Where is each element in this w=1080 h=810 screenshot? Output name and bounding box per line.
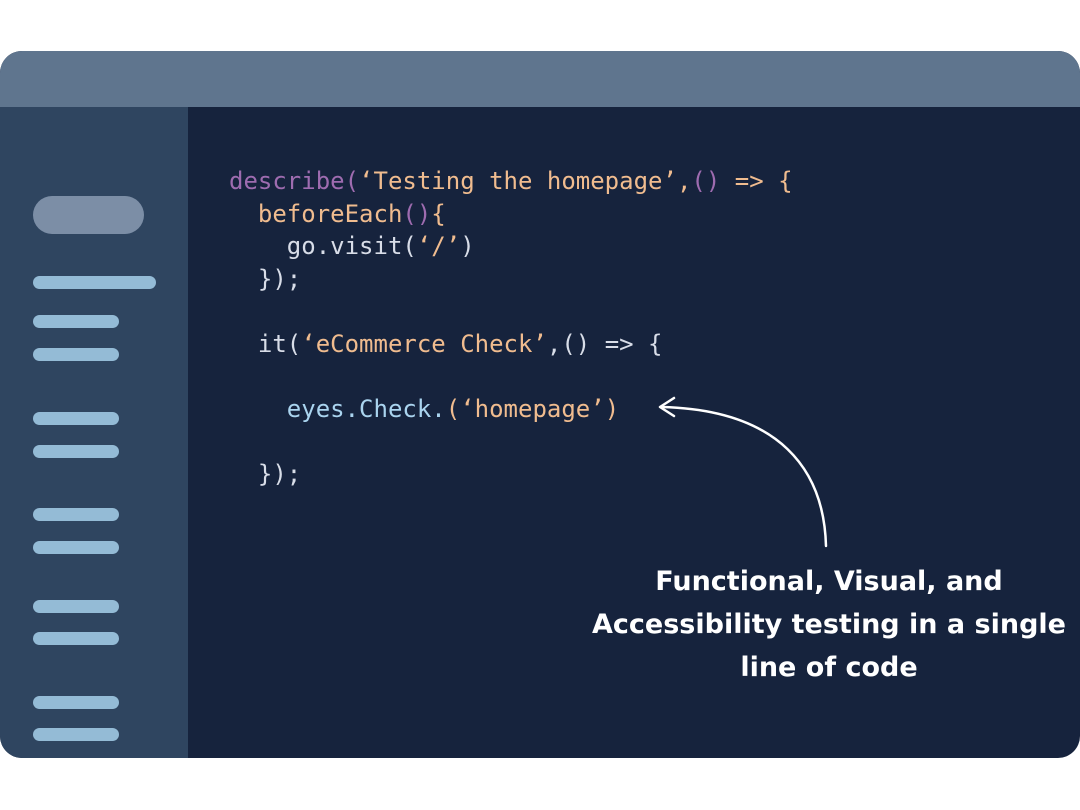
code-token: beforeEach [229,199,403,228]
code-line: describe(‘Testing the homepage’,() => { [229,165,793,198]
code-token: () [402,199,432,228]
editor-window: describe(‘Testing the homepage’,() => { … [0,51,1080,758]
sidebar-line [33,696,119,709]
code-token: , [676,167,692,195]
code-token: => { [720,167,793,195]
sidebar-line [33,276,156,289]
code-string: ‘homepage’ [460,395,605,424]
code-line: it(‘eCommerce Check’,() => { [229,328,793,361]
sidebar-line [33,541,119,554]
code-line: eyes.Check.(‘homepage’) [229,393,793,426]
sidebar-line [33,412,119,425]
code-string: ‘/’ [416,232,461,261]
caption-line: line of code [740,652,918,683]
sidebar-line [33,728,119,741]
code-token: }); [229,460,302,489]
code-token: ( [445,395,461,424]
sidebar-line [33,632,119,645]
sidebar-line [33,348,119,361]
code-line: }); [229,263,793,296]
code-block: describe(‘Testing the homepage’,() => { … [229,165,793,491]
code-line [229,361,793,394]
code-token: Check. [359,395,446,424]
code-line: }); [229,458,793,491]
code-line [229,295,793,328]
caption-line: Functional, Visual, and [655,566,1003,597]
code-token: () [691,167,721,195]
code-token: go.visit( [229,232,417,261]
code-string: ‘eCommerce Check’ [301,329,547,358]
sidebar-header-placeholder [33,196,144,234]
code-token: { [431,199,446,228]
title-bar [0,51,1080,107]
annotation-caption: Functional, Visual, and Accessibility te… [589,560,1069,689]
code-line: beforeEach(){ [229,198,793,231]
code-token: ) [460,232,475,261]
code-string: ‘Testing the homepage’ [359,167,677,195]
code-line: go.visit(‘/’) [229,230,793,263]
caption-line: Accessibility testing in a single [592,609,1066,640]
sidebar-line [33,600,119,613]
sidebar [0,107,188,758]
sidebar-line [33,315,119,328]
code-token: eyes. [229,395,360,424]
sidebar-line [33,445,119,458]
code-token: describe( [229,167,360,195]
code-token: ) [604,395,620,424]
code-token: ,() => { [546,329,663,358]
code-token: it( [229,329,302,358]
sidebar-line [33,508,119,521]
code-line [229,426,793,459]
code-token: }); [229,264,302,293]
